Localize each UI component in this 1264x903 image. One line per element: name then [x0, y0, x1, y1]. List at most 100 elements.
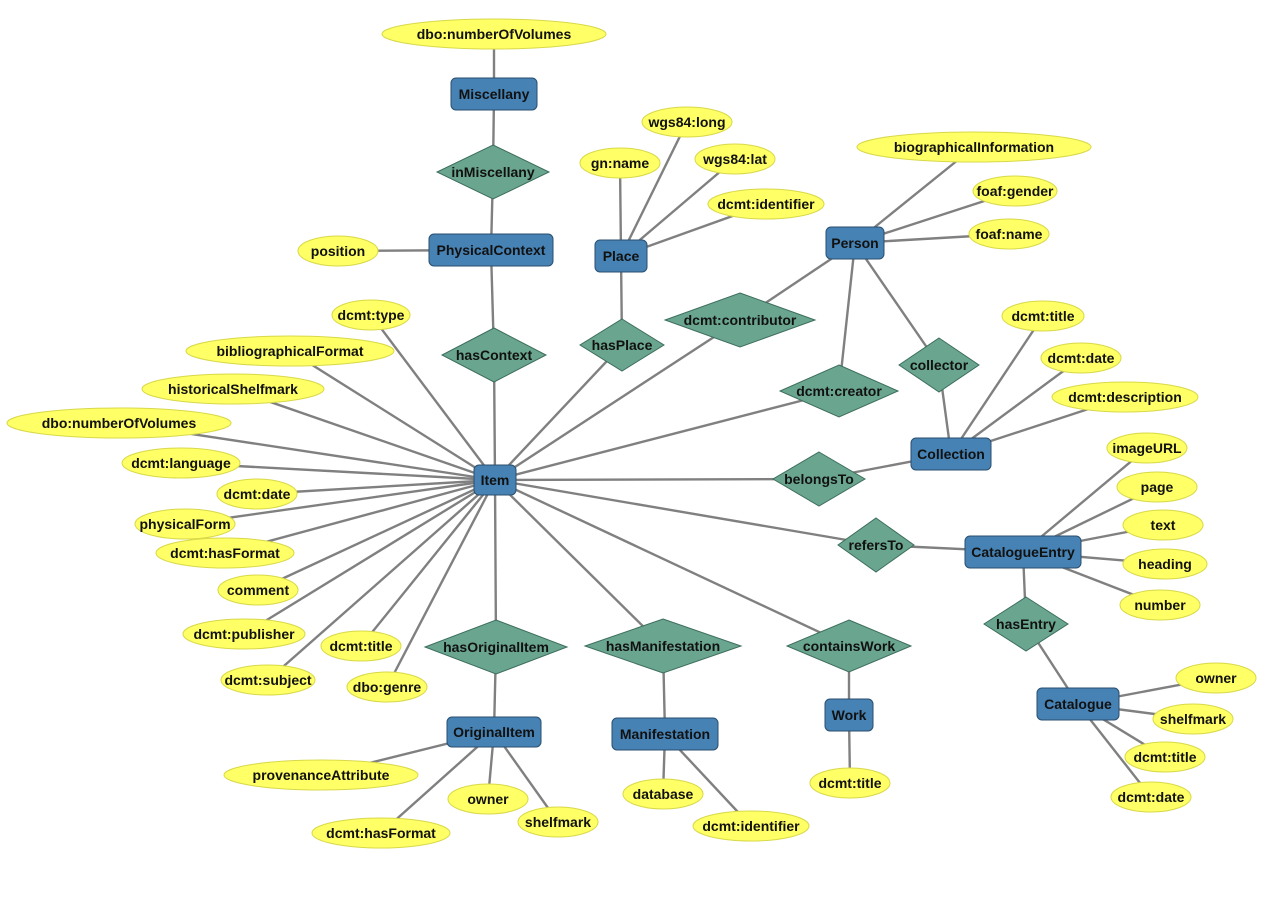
attribute-item-dcmt-title[interactable]: dcmt:title: [320, 630, 402, 662]
attribute-label: text: [1151, 517, 1176, 533]
relation-contains-work[interactable]: containsWork: [785, 619, 913, 673]
attribute-image-url[interactable]: imageURL: [1106, 432, 1188, 464]
edge-item-to-refers-to: [494, 478, 877, 547]
attribute-database[interactable]: database: [622, 778, 704, 810]
entity-catalogue-entry[interactable]: CatalogueEntry: [964, 535, 1082, 569]
attribute-manifestation-dcmt-identifier[interactable]: dcmt:identifier: [692, 810, 810, 842]
entity-place[interactable]: Place: [594, 239, 648, 273]
attribute-catalogue-owner[interactable]: owner: [1175, 662, 1257, 694]
attribute-catalogue-shelfmark[interactable]: shelfmark: [1152, 703, 1234, 735]
attribute-item-dcmt-subject[interactable]: dcmt:subject: [220, 664, 316, 696]
relation-label: hasManifestation: [606, 638, 720, 654]
attribute-original-dcmt-has-format[interactable]: dcmt:hasFormat: [311, 817, 451, 849]
attribute-collection-dcmt-title[interactable]: dcmt:title: [1001, 300, 1085, 332]
relation-in-miscellany[interactable]: inMiscellany: [435, 144, 551, 200]
attribute-item-dcmt-publisher[interactable]: dcmt:publisher: [182, 618, 306, 650]
relation-has-context[interactable]: hasContext: [440, 327, 548, 383]
entity-manifestation[interactable]: Manifestation: [611, 717, 719, 751]
attribute-label: physicalForm: [139, 516, 230, 532]
attribute-position[interactable]: position: [297, 235, 379, 267]
entity-miscellany[interactable]: Miscellany: [450, 77, 538, 111]
entity-box: [473, 464, 517, 496]
attribute-page[interactable]: page: [1116, 471, 1198, 503]
attribute-catalogue-dcmt-title[interactable]: dcmt:title: [1124, 741, 1206, 773]
attribute-label: dcmt:title: [1134, 749, 1197, 765]
attribute-historical-shelfmark[interactable]: historicalShelfmark: [141, 373, 325, 405]
attribute-item-dcmt-language[interactable]: dcmt:language: [121, 447, 241, 479]
entity-collection[interactable]: Collection: [910, 437, 992, 471]
attribute-ellipse: [1051, 381, 1199, 413]
relation-diamond: [663, 292, 817, 348]
relation-has-entry[interactable]: hasEntry: [983, 596, 1069, 652]
attribute-item-number-of-volumes[interactable]: dbo:numberOfVolumes: [6, 407, 232, 439]
relation-has-manifestation[interactable]: hasManifestation: [583, 618, 743, 674]
entity-label: Item: [481, 472, 510, 488]
attribute-physical-form[interactable]: physicalForm: [134, 508, 236, 540]
attribute-label: number: [1134, 597, 1186, 613]
attribute-wgs84-lat[interactable]: wgs84:lat: [694, 143, 776, 175]
attribute-biographical-information[interactable]: biographicalInformation: [856, 131, 1092, 163]
attribute-label: foaf:gender: [977, 183, 1055, 199]
attribute-bibliographical-format[interactable]: bibliographicalFormat: [185, 335, 395, 367]
edge-item-to-item-dcmt-type: [370, 314, 496, 481]
attribute-foaf-gender[interactable]: foaf:gender: [972, 175, 1058, 207]
attribute-work-dcmt-title[interactable]: dcmt:title: [809, 767, 891, 799]
relation-collector[interactable]: collector: [898, 337, 980, 393]
attribute-collection-dcmt-description[interactable]: dcmt:description: [1051, 381, 1199, 413]
attribute-original-owner[interactable]: owner: [447, 783, 529, 815]
relation-label: hasOriginalItem: [443, 639, 549, 655]
attribute-catalogue-dcmt-date[interactable]: dcmt:date: [1110, 781, 1192, 813]
entity-person[interactable]: Person: [825, 226, 885, 260]
attribute-wgs84-long[interactable]: wgs84:long: [641, 106, 733, 138]
entity-label: Collection: [917, 446, 985, 462]
attribute-label: shelfmark: [1160, 711, 1226, 727]
relation-has-place[interactable]: hasPlace: [579, 318, 665, 372]
relation-belongs-to[interactable]: belongsTo: [772, 451, 866, 507]
edge-item-to-physical-form: [184, 478, 496, 526]
attribute-ellipse: [579, 147, 661, 179]
attribute-original-shelfmark[interactable]: shelfmark: [517, 806, 599, 838]
relation-dcmt-contributor[interactable]: dcmt:contributor: [663, 292, 817, 348]
attribute-misc-number-of-volumes[interactable]: dbo:numberOfVolumes: [381, 18, 607, 50]
attribute-place-dcmt-identifier[interactable]: dcmt:identifier: [707, 188, 825, 220]
attribute-label: wgs84:long: [647, 114, 725, 130]
edge-catalogue-entry-to-image-url: [1022, 447, 1148, 553]
relation-label: dcmt:creator: [796, 383, 882, 399]
attribute-comment[interactable]: comment: [217, 574, 299, 606]
attribute-label: dcmt:date: [1118, 789, 1185, 805]
edge-has-place-to-item: [494, 344, 623, 481]
relation-refers-to[interactable]: refersTo: [837, 517, 915, 573]
attribute-ellipse: [622, 778, 704, 810]
relation-has-original-item[interactable]: hasOriginalItem: [423, 619, 569, 675]
attribute-provenance-attribute[interactable]: provenanceAttribute: [223, 759, 419, 791]
entity-work[interactable]: Work: [824, 698, 874, 732]
entity-physical-context[interactable]: PhysicalContext: [428, 233, 554, 267]
attribute-item-dcmt-has-format[interactable]: dcmt:hasFormat: [155, 537, 295, 569]
entity-item[interactable]: Item: [473, 464, 517, 496]
entity-catalogue[interactable]: Catalogue: [1036, 687, 1120, 721]
attribute-heading[interactable]: heading: [1122, 548, 1208, 580]
attribute-label: dcmt:title: [819, 775, 882, 791]
attribute-label: shelfmark: [525, 814, 591, 830]
attribute-item-dcmt-type[interactable]: dcmt:type: [331, 299, 411, 331]
relation-diamond: [440, 327, 548, 383]
attribute-gn-name[interactable]: gn:name: [579, 147, 661, 179]
entity-original-item[interactable]: OriginalItem: [446, 716, 542, 748]
attribute-dbo-genre[interactable]: dbo:genre: [346, 671, 428, 703]
relation-dcmt-creator[interactable]: dcmt:creator: [778, 364, 900, 418]
attribute-ellipse: [856, 131, 1092, 163]
relation-label: refersTo: [849, 537, 904, 553]
attribute-collection-dcmt-date[interactable]: dcmt:date: [1040, 342, 1122, 374]
attribute-text[interactable]: text: [1122, 509, 1204, 541]
attribute-ellipse: [1119, 589, 1201, 621]
attribute-number[interactable]: number: [1119, 589, 1201, 621]
entity-box: [910, 437, 992, 471]
attribute-item-dcmt-date[interactable]: dcmt:date: [216, 478, 298, 510]
edge-dcmt-creator-to-item: [494, 389, 840, 482]
attribute-foaf-name[interactable]: foaf:name: [968, 218, 1050, 250]
attribute-label: owner: [1195, 670, 1237, 686]
relation-label: hasEntry: [996, 616, 1056, 632]
